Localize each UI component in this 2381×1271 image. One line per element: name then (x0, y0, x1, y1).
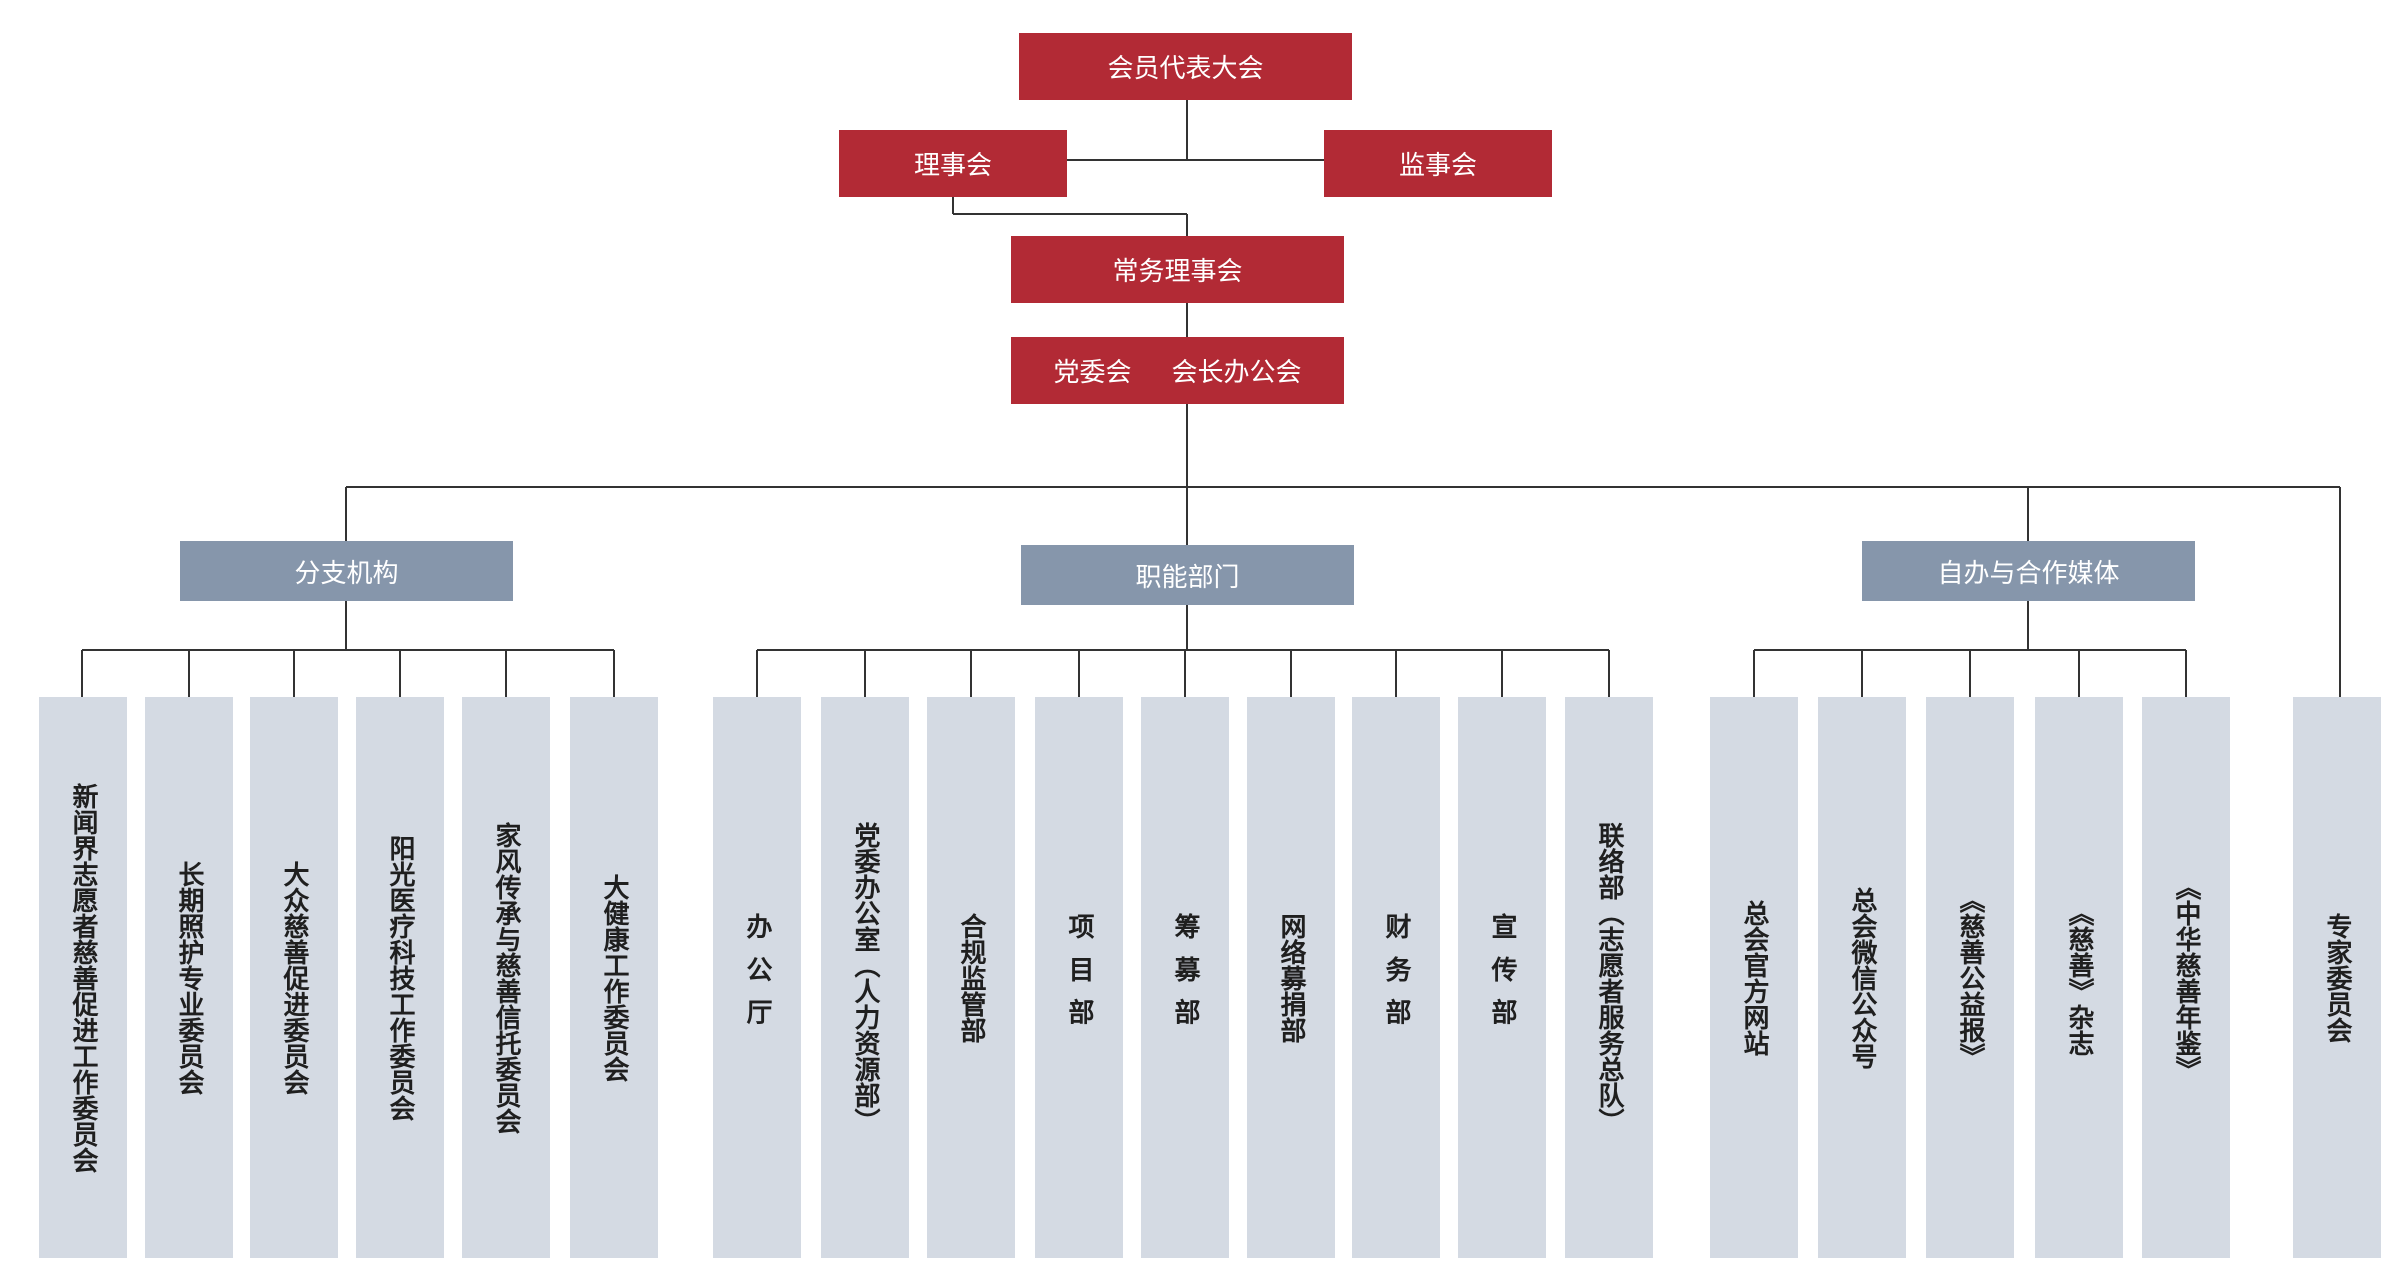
department-item-label: 宣传部 (1487, 913, 1517, 1042)
council-label: 理事会 (913, 151, 992, 181)
supervisors-label: 监事会 (1398, 151, 1477, 181)
media-item-label: 总会官方网站 (1739, 899, 1769, 1056)
branch-item-label: 大健康工作委员会 (599, 873, 629, 1082)
media-item-label: 《慈善公益报》 (1955, 886, 1985, 1069)
department-item-label: 联络部（志愿者服务总队） (1594, 821, 1624, 1134)
media-item-label: 《慈善》杂志 (2064, 899, 2094, 1056)
member-assembly-label: 会员代表大会 (1107, 54, 1264, 84)
department-item: 宣传部 (1458, 697, 1546, 1258)
department-item-label: 筹募部 (1170, 913, 1200, 1042)
department-item-label: 财务部 (1381, 913, 1411, 1042)
leadership-box: 党委会 会长办公会 (1011, 337, 1344, 404)
department-item: 项目部 (1035, 697, 1123, 1258)
branch-item: 大众慈善促进委员会 (250, 697, 338, 1258)
expert-committee-label: 专家委员会 (2322, 912, 2352, 1043)
department-item: 合规监管部 (927, 697, 1015, 1258)
branch-item-label: 阳光医疗科技工作委员会 (385, 834, 415, 1121)
party-committee-label: 党委会 (1053, 358, 1132, 388)
department-item: 联络部（志愿者服务总队） (1565, 697, 1653, 1258)
expert-committee-item: 专家委员会 (2293, 697, 2381, 1258)
media-item: 《中华慈善年鉴》 (2142, 697, 2230, 1258)
department-item: 党委办公室（人力资源部） (821, 697, 909, 1258)
department-item: 财务部 (1352, 697, 1440, 1258)
standing-council-label: 常务理事会 (1112, 257, 1243, 287)
branch-item-label: 长期照护专业委员会 (174, 860, 204, 1095)
branch-item-label: 新闻界志愿者慈善促进工作委员会 (68, 782, 98, 1173)
member-assembly-box: 会员代表大会 (1019, 33, 1352, 100)
department-item-label: 合规监管部 (956, 912, 986, 1043)
branch-item: 新闻界志愿者慈善促进工作委员会 (39, 697, 127, 1258)
department-item-label: 网络募捐部 (1276, 912, 1306, 1043)
media-item: 《慈善公益报》 (1926, 697, 2014, 1258)
branch-item: 家风传承与慈善信托委员会 (462, 697, 550, 1258)
media-item: 《慈善》杂志 (2035, 697, 2123, 1258)
branch-item: 长期照护专业委员会 (145, 697, 233, 1258)
president-office-label: 会长办公会 (1171, 358, 1302, 388)
group-header-branches: 分支机构 (180, 541, 513, 601)
media-item: 总会微信公众号 (1818, 697, 1906, 1258)
department-item: 网络募捐部 (1247, 697, 1335, 1258)
department-item-label: 办公厅 (742, 913, 772, 1042)
group-header-media: 自办与合作媒体 (1862, 541, 2195, 601)
media-item: 总会官方网站 (1710, 697, 1798, 1258)
media-item-label: 总会微信公众号 (1847, 886, 1877, 1069)
department-item: 筹募部 (1141, 697, 1229, 1258)
media-item-label: 《中华慈善年鉴》 (2171, 873, 2201, 1082)
group-header-label: 分支机构 (294, 558, 399, 589)
department-item-label: 党委办公室（人力资源部） (850, 821, 880, 1134)
branch-item-label: 家风传承与慈善信托委员会 (491, 821, 521, 1134)
group-header-label: 职能部门 (1135, 562, 1240, 593)
council-box: 理事会 (839, 130, 1067, 197)
department-item: 办公厅 (713, 697, 801, 1258)
department-item-label: 项目部 (1064, 913, 1094, 1042)
branch-item-label: 大众慈善促进委员会 (279, 860, 309, 1095)
group-header-departments: 职能部门 (1021, 545, 1354, 605)
supervisors-box: 监事会 (1324, 130, 1552, 197)
branch-item: 阳光医疗科技工作委员会 (356, 697, 444, 1258)
standing-council-box: 常务理事会 (1011, 236, 1344, 303)
group-header-label: 自办与合作媒体 (1937, 558, 2120, 589)
branch-item: 大健康工作委员会 (570, 697, 658, 1258)
